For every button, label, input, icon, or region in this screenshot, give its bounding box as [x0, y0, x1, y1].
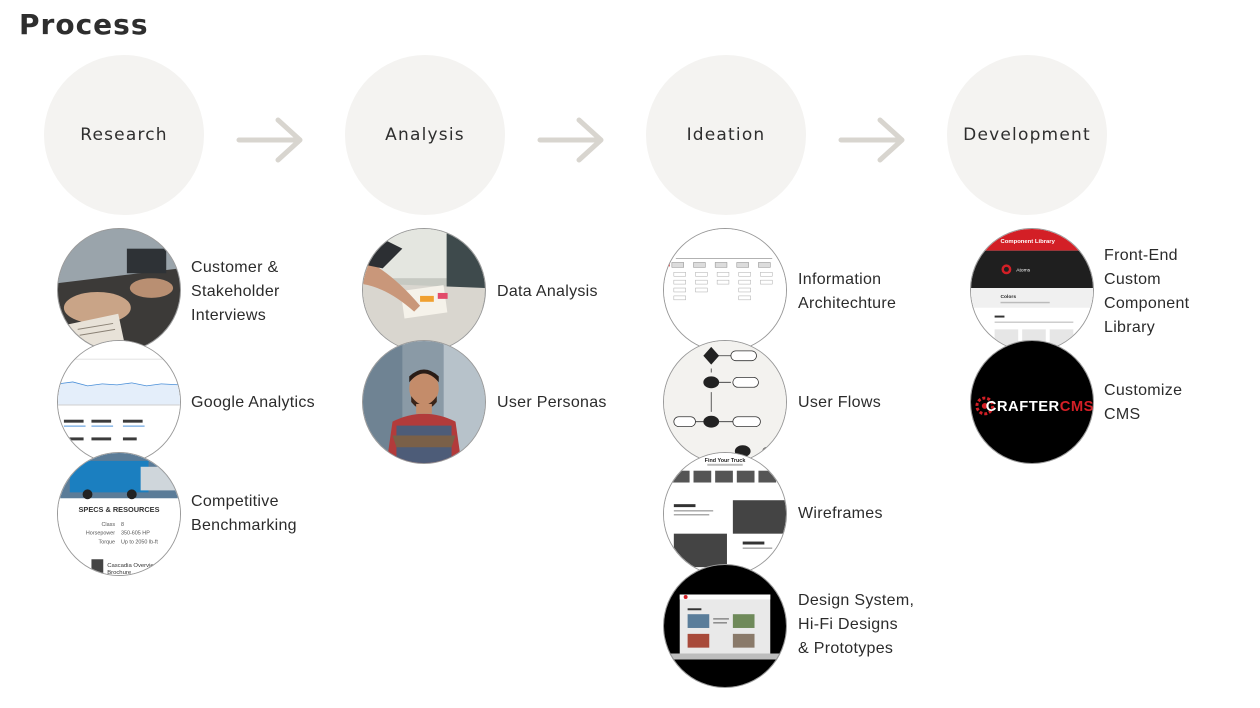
user-flows-diagram [663, 340, 787, 464]
wireframes-screenshot: Find Your Truck [663, 452, 787, 576]
crafter-logo-text: CRAFTERCMS [986, 399, 1093, 415]
ideation-item-label: Wireframes [798, 505, 883, 522]
arrow-right-icon [537, 117, 604, 163]
hifi-design-laptop [663, 564, 787, 688]
benchmark-row-key: Torque [99, 540, 116, 546]
research-item-label: Customer & Stakeholder Interviews [191, 259, 280, 324]
crafter-cms-logo: CRAFTERCMS [970, 340, 1094, 464]
competitive-benchmark-screenshot: SPECS & RESOURCES Class 8 Horsepower 350… [57, 452, 181, 576]
interviews-photo [57, 228, 181, 352]
development-item-label: Customize CMS [1104, 382, 1183, 423]
stage-development-label: Development [963, 125, 1091, 145]
benchmark-row-key: Horsepower [86, 531, 115, 537]
stage-research-label: Research [80, 125, 168, 145]
benchmark-heading: SPECS & RESOURCES [79, 505, 160, 514]
ideation-item-label: User Flows [798, 394, 882, 411]
analysis-item-label: User Personas [497, 394, 607, 411]
ideation-item-label: Information Architechture [798, 271, 897, 312]
research-item-label: Competitive Benchmarking [191, 493, 297, 534]
user-persona-photo [362, 340, 486, 464]
ideation-item-label: Design System, Hi-Fi Designs & Prototype… [798, 592, 915, 657]
benchmark-row-key: Class [102, 522, 116, 528]
wireframe-title: Find Your Truck [705, 458, 747, 464]
arrow-right-icon [236, 117, 303, 163]
research-item-label: Google Analytics [191, 394, 315, 411]
stage-development: Development [947, 55, 1107, 215]
development-item-label: Front-End Custom Component Library [1104, 247, 1190, 336]
stage-ideation-label: Ideation [686, 125, 766, 145]
benchmark-row-value: 350-605 HP [121, 531, 150, 537]
data-analysis-photo [362, 228, 486, 352]
page-title: Process [19, 8, 149, 41]
information-architecture-sitemap [663, 228, 787, 352]
analysis-item-label: Data Analysis [497, 283, 598, 300]
stage-analysis-label: Analysis [385, 125, 465, 145]
google-analytics-screenshot [57, 340, 181, 464]
benchmark-row-value: Up to 2050 lb-ft [121, 540, 158, 546]
component-atoms-label: Atoms [1016, 267, 1030, 273]
benchmark-row-value: 8 [121, 522, 124, 528]
stage-analysis: Analysis [345, 55, 505, 215]
component-library-title: Component Library [1001, 239, 1056, 245]
stage-research: Research [44, 55, 204, 215]
arrow-right-icon [838, 117, 905, 163]
stage-ideation: Ideation [646, 55, 806, 215]
component-library-screenshot: Component Library Atoms Colors [970, 228, 1094, 352]
component-colors-label: Colors [1001, 294, 1017, 300]
